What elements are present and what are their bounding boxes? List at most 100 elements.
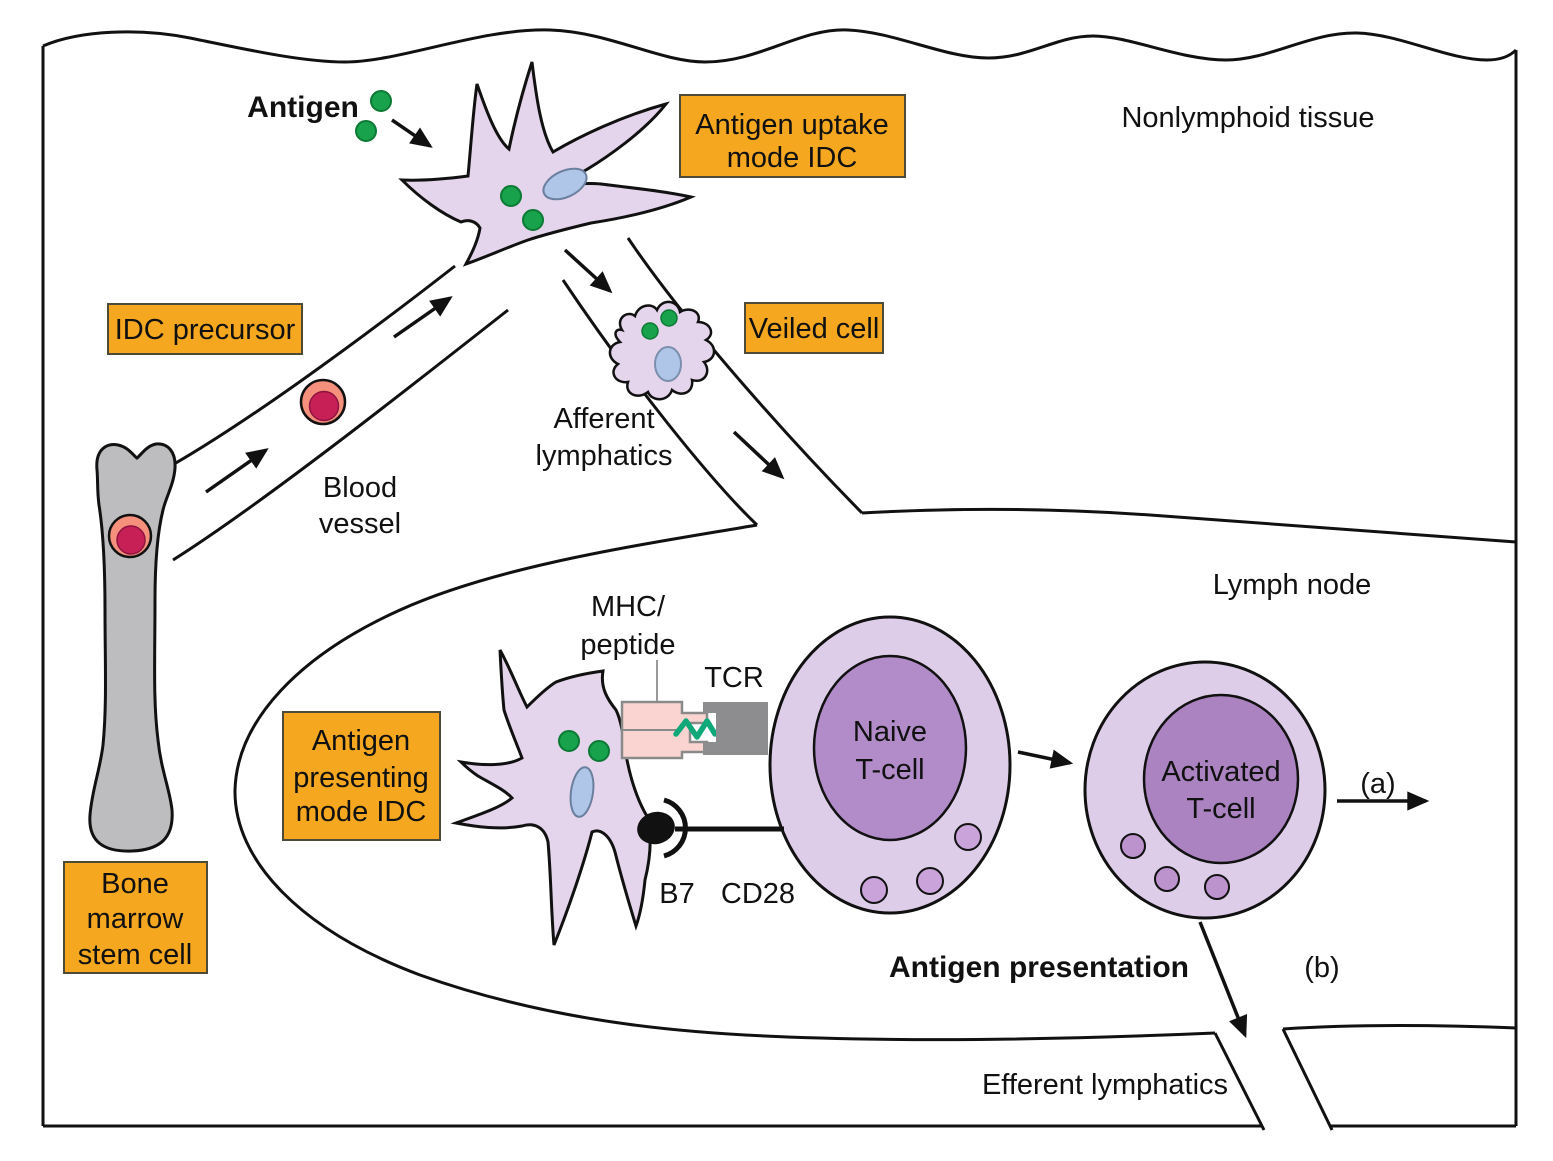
idc-uptake-nucleus xyxy=(542,167,588,201)
panel-top-wavy-border xyxy=(42,28,1518,64)
naive-t-cell-granule xyxy=(860,876,888,904)
idc-presenting-body xyxy=(450,649,652,946)
antigen-presenting-box-line1: Antigen xyxy=(312,725,410,757)
blood-vessel-arrow-1 xyxy=(204,448,269,494)
tcr-label: TCR xyxy=(704,662,764,694)
bone-marrow xyxy=(88,442,177,853)
nonlymphoid-tissue-label: Nonlymphoid tissue xyxy=(1121,102,1374,134)
activated-t-cell-nucleus xyxy=(1142,693,1300,865)
idc-uptake-body xyxy=(398,61,696,267)
cd28-label: CD28 xyxy=(721,878,795,910)
lymph-node-outline xyxy=(233,507,1517,1042)
bone-marrow-box-rect xyxy=(63,861,208,974)
blood-vessel-lower-line xyxy=(172,308,509,562)
bone-marrow-box-line1: Bone xyxy=(101,868,169,900)
idc-uptake-antigen-dot xyxy=(500,185,522,207)
naive-to-activated-arrow xyxy=(1017,749,1074,769)
outcome-a-label: (a) xyxy=(1360,768,1395,800)
efferent-lymphatics-label: Efferent lymphatics xyxy=(982,1069,1228,1101)
naive-t-cell-granule xyxy=(954,823,982,851)
veiled-cell-nucleus xyxy=(654,346,682,382)
naive-t-cell: Naive T-cell xyxy=(768,615,1012,915)
lymph-node-left-bottom-arc xyxy=(233,523,1216,1042)
idc-uptake-antigen-dot xyxy=(522,209,544,231)
outcome-arrows: (a) (b) xyxy=(1198,768,1430,1039)
stem-cell-nucleus xyxy=(116,525,146,555)
mhc-label-line2: peptide xyxy=(580,629,675,661)
afferent-channel-right-line xyxy=(626,237,864,515)
antigen-dot xyxy=(355,120,377,142)
activated-t-cell-label-line1: Activated xyxy=(1161,756,1280,788)
naive-t-cell-label-line2: T-cell xyxy=(855,754,924,786)
naive-t-cell-label-line1: Naive xyxy=(853,716,927,748)
outcome-arrow-b xyxy=(1198,921,1248,1039)
efferent-lymphatic-channel xyxy=(1213,1028,1334,1131)
blood-vessel xyxy=(159,264,509,562)
bone-marrow-box-line3: stem cell xyxy=(78,939,192,971)
idc-precursor-box-rect xyxy=(107,303,303,355)
veiled-cell-box-rect xyxy=(744,302,884,354)
activated-t-cell-granule xyxy=(1120,833,1146,859)
antigen-group: Antigen xyxy=(247,90,433,148)
dc-to-veiled-arrow xyxy=(563,248,613,294)
antigen-presentation-label: Antigen presentation xyxy=(889,951,1189,984)
bone-marrow-box: Bone marrow stem cell xyxy=(63,861,208,974)
veiled-cell-antigen-dot xyxy=(660,309,678,327)
afferent-lymphatic-channel xyxy=(561,237,864,527)
veiled-cell xyxy=(608,300,716,401)
idc-precursor-box: IDC precursor xyxy=(107,303,303,355)
b7-cd28-complex: B7 CD28 xyxy=(637,797,795,910)
lymph-node-label: Lymph node xyxy=(1213,569,1372,601)
blood-vessel-label-line2: vessel xyxy=(319,508,401,540)
idc-presenting-antigen-dot xyxy=(588,740,610,762)
antigen-uptake-box-line1: Antigen uptake xyxy=(695,109,888,141)
activated-t-cell: Activated T-cell xyxy=(1083,660,1327,920)
veiled-cell-box: Veiled cell xyxy=(744,302,884,354)
lymph-node-bottom-right-arc xyxy=(1282,1024,1517,1031)
b7-label: B7 xyxy=(659,878,694,910)
antigen-uptake-box-line2: mode IDC xyxy=(727,142,858,174)
afferent-lymphatics-label-line2: lymphatics xyxy=(536,440,673,472)
tcr-molecule xyxy=(703,702,768,755)
antigen-dot xyxy=(370,90,392,112)
b7-molecule xyxy=(637,811,675,845)
idc-precursor-cell-nucleus xyxy=(308,390,340,422)
antigen-label: Antigen xyxy=(247,91,359,124)
antigen-presenting-box-line2: presenting xyxy=(293,762,428,794)
veiled-cell-antigen-dot xyxy=(641,322,659,340)
afferent-channel-left-line xyxy=(561,279,759,527)
antigen-presenting-box-rect xyxy=(282,711,441,841)
antigen-presenting-box: Antigen presenting mode IDC xyxy=(282,711,441,841)
afferent-channel-arrow xyxy=(732,430,785,480)
outcome-b-label: (b) xyxy=(1304,952,1339,984)
efferent-channel-right-line xyxy=(1281,1028,1334,1131)
idc-antigen-presenting-cell xyxy=(450,649,652,946)
bone-shape xyxy=(88,442,177,853)
antigen-uptake-box: Antigen uptake mode IDC xyxy=(679,94,906,178)
blood-vessel-label-line1: Blood xyxy=(323,472,397,504)
cd28-molecule-arc xyxy=(663,797,688,859)
bone-marrow-box-line2: marrow xyxy=(87,903,185,935)
antigen-uptake-arrow xyxy=(391,118,433,148)
idc-antigen-uptake-cell xyxy=(398,61,696,267)
efferent-channel-left-line xyxy=(1213,1032,1266,1131)
naive-t-cell-granule xyxy=(916,867,944,895)
peptide-zigzag xyxy=(673,718,718,740)
idc-presenting-nucleus xyxy=(569,766,595,818)
antigen-uptake-box-rect xyxy=(679,94,906,178)
antigen-presenting-box-line3: mode IDC xyxy=(296,796,427,828)
idc-precursor-cell xyxy=(299,378,347,426)
idc-precursor-box-label: IDC precursor xyxy=(115,314,296,346)
blood-vessel-arrow-2 xyxy=(392,296,453,339)
lymph-node-top-right-arc xyxy=(861,507,1517,544)
idc-presenting-antigen-dot xyxy=(558,730,580,752)
veiled-cell-box-label: Veiled cell xyxy=(749,313,880,345)
blood-vessel-upper-line xyxy=(159,264,456,474)
naive-t-cell-nucleus xyxy=(812,654,968,842)
activated-t-cell-granule xyxy=(1154,866,1180,892)
activated-t-cell-label-line2: T-cell xyxy=(1186,793,1255,825)
afferent-lymphatics-label-line1: Afferent xyxy=(553,403,654,435)
mhc-peptide-tcr-complex: MHC/ peptide TCR xyxy=(580,591,768,760)
